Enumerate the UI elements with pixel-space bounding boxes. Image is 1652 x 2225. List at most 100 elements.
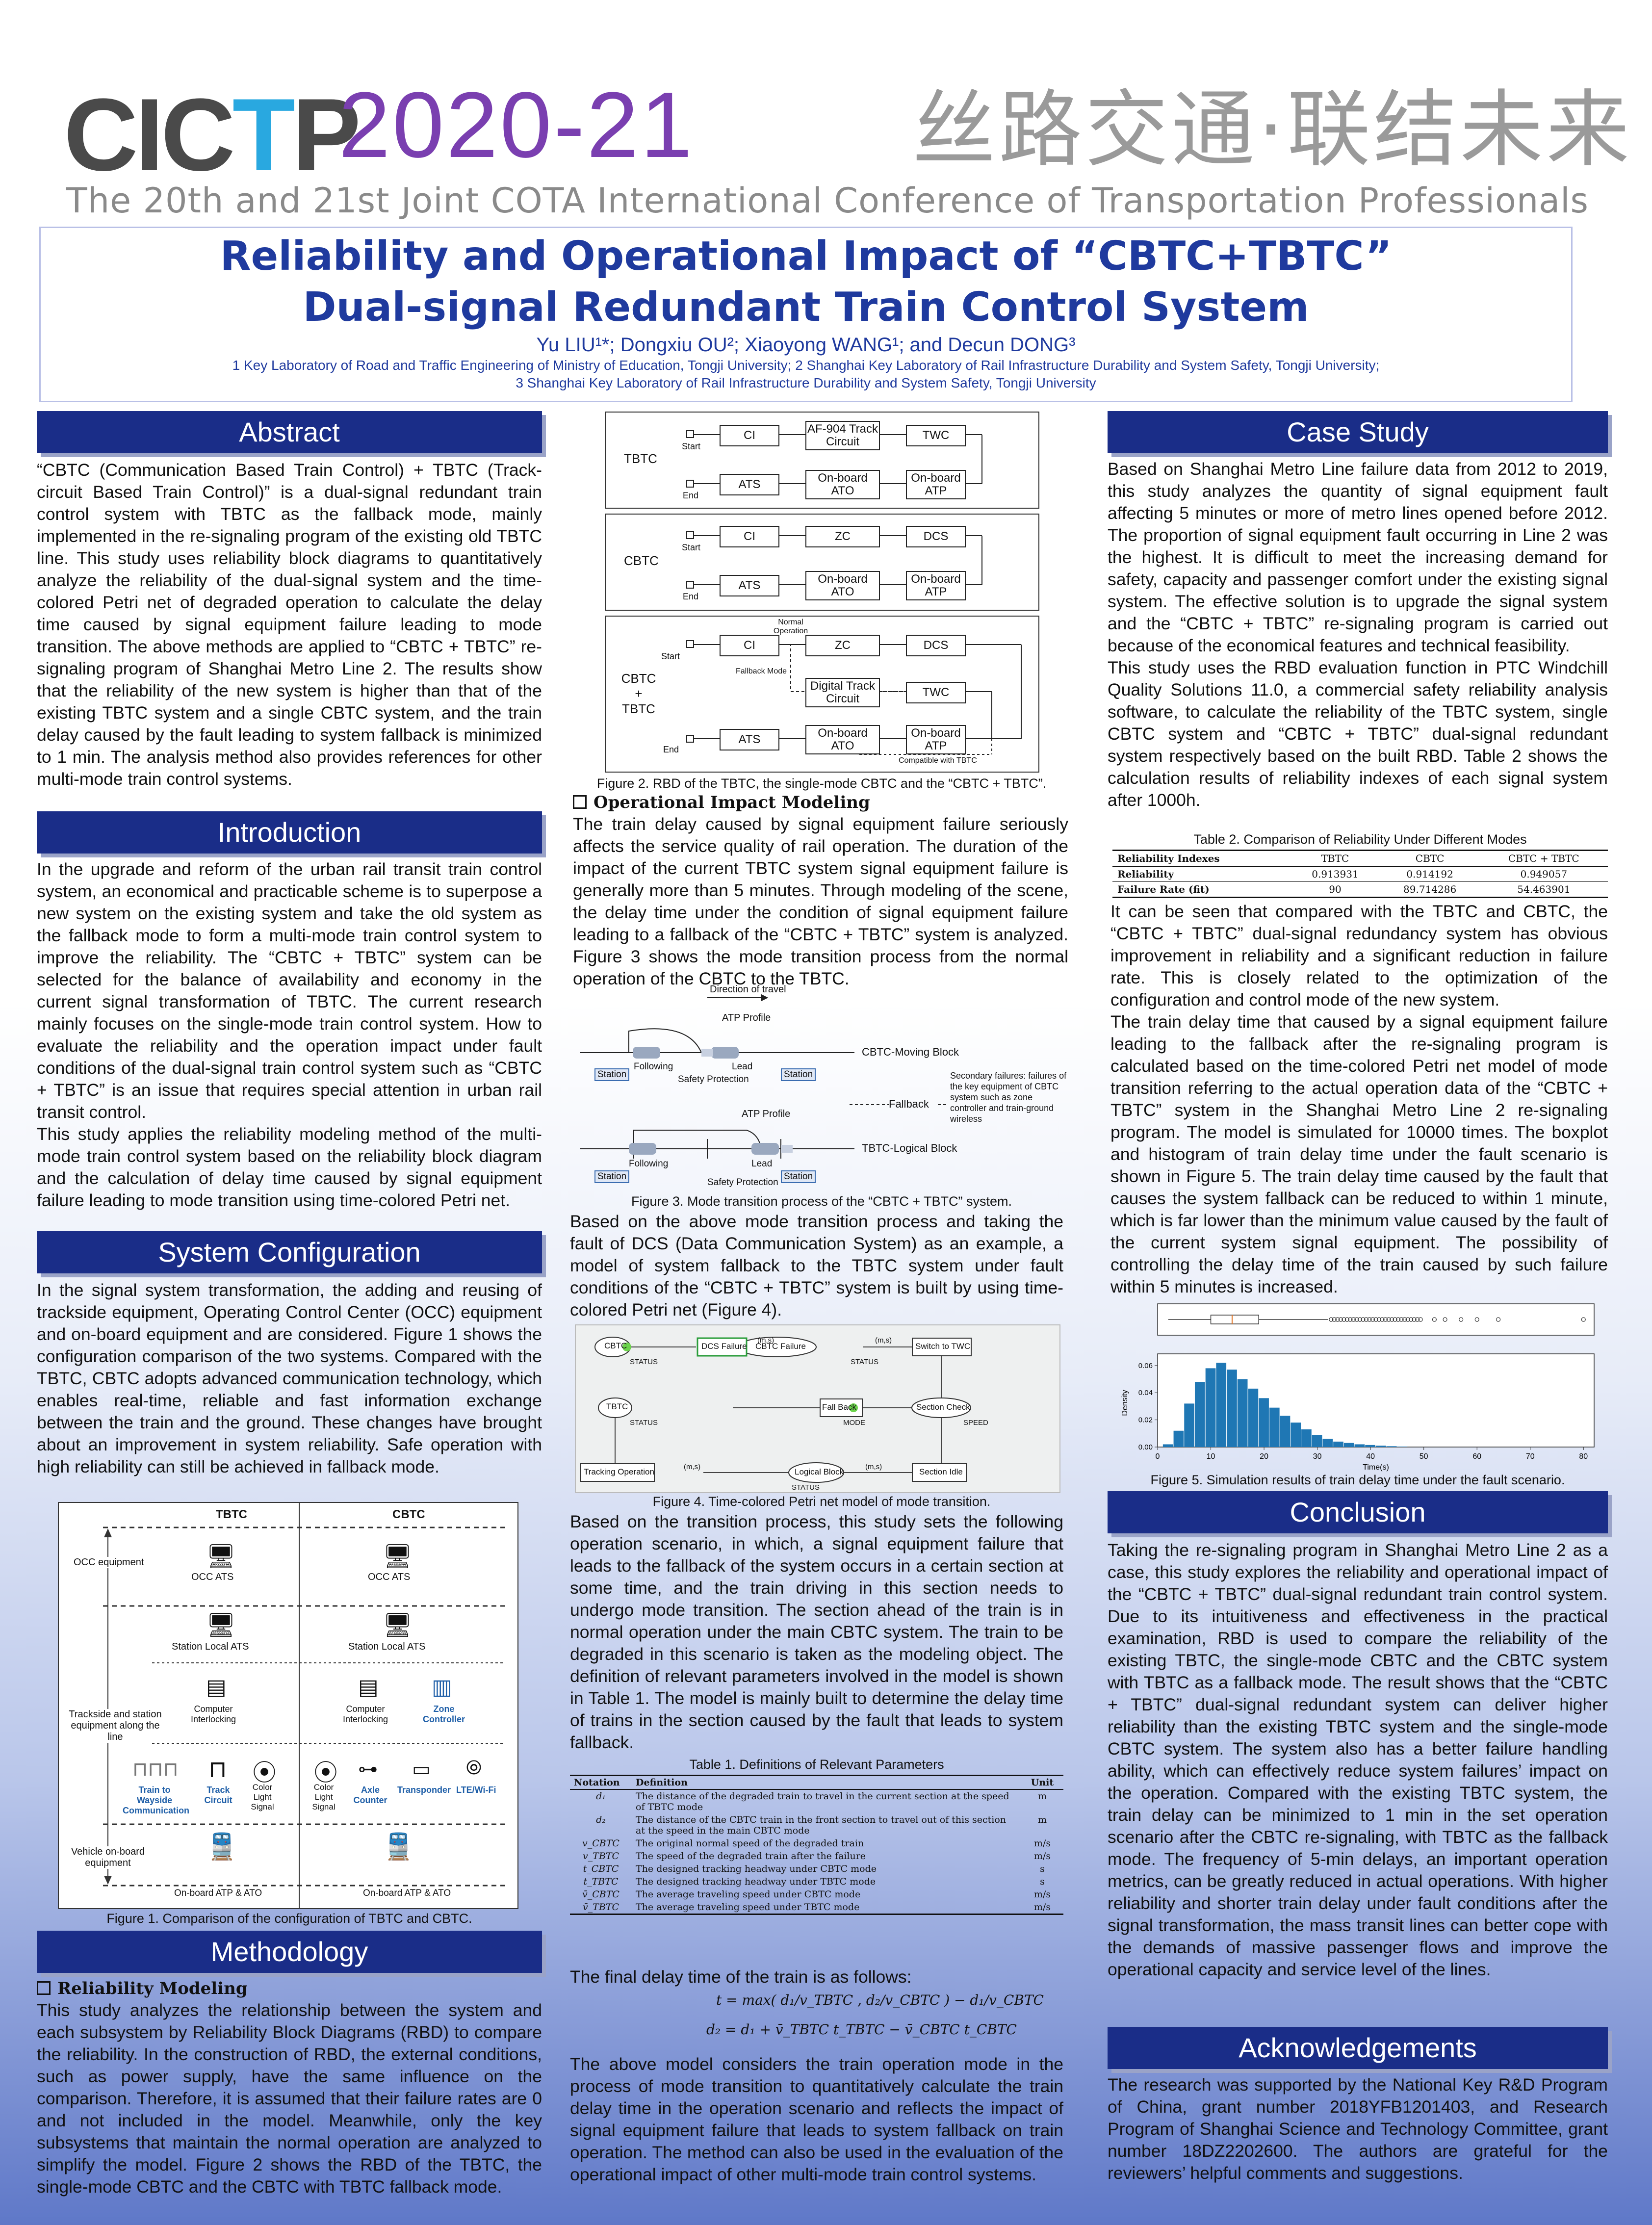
fig2-twc-block: TWC <box>906 425 966 446</box>
fig3-fallback: Fallback <box>889 1098 929 1110</box>
table2-header: CBTC <box>1415 853 1445 864</box>
fig2-tbtc-label: TBTC <box>624 451 657 466</box>
boxplot-outlier <box>1418 1317 1423 1322</box>
system-config-text: In the signal system transformation, the… <box>37 1280 542 1476</box>
occ-ats-icon: 🖥 <box>206 1544 236 1570</box>
fig2-digital-tc-block: Digital Track Circuit <box>805 678 880 707</box>
fig2-ats-block: ATS <box>720 474 779 495</box>
y-tick-label: 0.04 <box>1138 1389 1153 1397</box>
checkbox-icon <box>37 1981 51 1995</box>
histogram-bar <box>1376 1446 1386 1447</box>
fig3-safety: Safety Protection <box>707 1177 778 1188</box>
histogram-bar <box>1227 1370 1237 1447</box>
y-tick-label: 0.00 <box>1138 1443 1153 1451</box>
histogram-bar <box>1343 1443 1354 1447</box>
fig4-dcs-failure: DCS Failure <box>701 1342 747 1351</box>
boxplot-outlier <box>1432 1317 1437 1322</box>
histogram-bar <box>1162 1444 1173 1447</box>
cictp-logo: CICTP <box>64 77 361 192</box>
boxplot-outlier <box>1338 1317 1343 1322</box>
fig3-safety: Safety Protection <box>678 1074 749 1085</box>
fig2-dcs-block: DCS <box>906 635 966 656</box>
abstract-heading: Abstract <box>37 411 542 453</box>
fig4-tracking: Tracking Operation <box>584 1467 654 1476</box>
fig1-lte: LTE/Wi-Fi <box>456 1785 496 1795</box>
fig2-end: End <box>663 745 679 754</box>
fig4-cbtc-failure: CBTC Failure <box>755 1342 806 1351</box>
x-tick-label: 50 <box>1420 1452 1428 1461</box>
fig1-zc: Zone Controller <box>422 1704 465 1724</box>
fig2-ato-block: On-board ATO <box>805 470 880 499</box>
boxplot-outlier <box>1380 1317 1385 1322</box>
table1-header: Unit <box>1031 1777 1054 1788</box>
fig4-status: STATUS <box>851 1358 878 1366</box>
fig1-train-wayside: Train to Wayside Communication <box>123 1785 190 1815</box>
fig1-col-cbtc: CBTC <box>392 1508 425 1521</box>
x-tick-label: 30 <box>1313 1452 1322 1461</box>
fig3-following: Following <box>629 1159 669 1169</box>
fig1-occ-ats-cbtc: OCC ATS <box>368 1572 411 1582</box>
fig1-track-circuit: Track Circuit <box>204 1785 232 1805</box>
affiliations-1: 1 Key Laboratory of Road and Traffic Eng… <box>232 358 1380 373</box>
fig4-status: STATUS <box>630 1358 658 1366</box>
boxplot-outlier <box>1415 1317 1420 1322</box>
histogram-bar <box>1333 1441 1343 1447</box>
fig2-end: End <box>683 592 699 601</box>
conference-name: The 20th and 21st Joint COTA Internation… <box>66 181 1589 221</box>
boxplot-outlier <box>1367 1317 1372 1322</box>
methodology-text: This study analyzes the relationship bet… <box>37 2000 542 2197</box>
acknowledgements-text: The research was supported by the Nation… <box>1108 2075 1608 2183</box>
fig2-ci-block: CI <box>720 425 779 446</box>
operational-impact-subheading: Operational Impact Modeling <box>573 792 1068 813</box>
table1-header: Notation <box>574 1777 620 1788</box>
introduction-heading: Introduction <box>37 811 542 854</box>
fig4-fall-back: Fall Back <box>822 1402 856 1412</box>
histogram-bar <box>1354 1444 1365 1447</box>
case-study-text-1: Based on Shanghai Metro Line failure dat… <box>1108 459 1608 810</box>
fig1-row-occ: OCC equipment <box>74 1557 144 1568</box>
zone-controller-icon: ▥ <box>432 1675 452 1699</box>
fig1-color-light-tbtc: Color Light Signal <box>251 1783 274 1811</box>
boxplot-outlier <box>1405 1317 1410 1322</box>
boxplot-outlier <box>1443 1317 1447 1322</box>
fig3-lead: Lead <box>732 1061 753 1072</box>
x-tick-label: 10 <box>1207 1452 1215 1461</box>
station-ats-icon: 🖥 <box>383 1612 413 1638</box>
boxplot-outlier <box>1496 1317 1501 1322</box>
fig2-dcs-block: DCS <box>906 526 966 547</box>
histogram-bar <box>1386 1446 1397 1447</box>
acknowledgements-heading: Acknowledgements <box>1108 2027 1608 2069</box>
histogram-bar <box>1365 1445 1375 1447</box>
checkbox-icon <box>573 795 587 809</box>
fig2-compatible: Compatible with TBTC <box>899 756 977 765</box>
histogram-bar <box>1216 1363 1227 1447</box>
boxplot-outlier <box>1412 1317 1417 1322</box>
fig1-color-light-cbtc: Color Light Signal <box>312 1783 336 1811</box>
case-study-text-2: It can be seen that compared with the TB… <box>1110 902 1608 1296</box>
fig4-status: STATUS <box>630 1419 658 1427</box>
fig3-following: Following <box>634 1061 673 1072</box>
histogram-bar <box>1184 1403 1194 1447</box>
boxplot-outlier <box>1389 1317 1394 1322</box>
fig1-occ-ats-tbtc: OCC ATS <box>191 1572 234 1582</box>
fig4-section-idle: Section Idle <box>919 1467 963 1476</box>
fig3-station: Station <box>781 1068 816 1081</box>
fig3-lead: Lead <box>751 1159 773 1169</box>
fig3-atp-profile: ATP Profile <box>722 1012 771 1023</box>
fig2-af904-block: AF-904 Track Circuit <box>805 421 880 450</box>
fig1-ci-cbtc: Computer Interlocking <box>342 1704 388 1724</box>
logo-year: 2020-21 <box>338 73 695 177</box>
table2-header: Reliability Indexes <box>1117 853 1220 864</box>
fig2-ci-block: CI <box>720 635 779 656</box>
fig3-secondary: Secondary failures: failures of the key … <box>950 1071 1067 1124</box>
fig4-cbtc: CBTC <box>604 1341 627 1350</box>
equation-1: t = max( d₁/v_TBTC , d₂/v_CBTC ) − d₁/v_… <box>716 1992 1044 2008</box>
figure-4: CBTC DCS Failure CBTC Failure Switch to … <box>575 1324 1060 1493</box>
fig3-station: Station <box>781 1170 816 1183</box>
fig2-cbtc-label: CBTC <box>624 553 659 568</box>
